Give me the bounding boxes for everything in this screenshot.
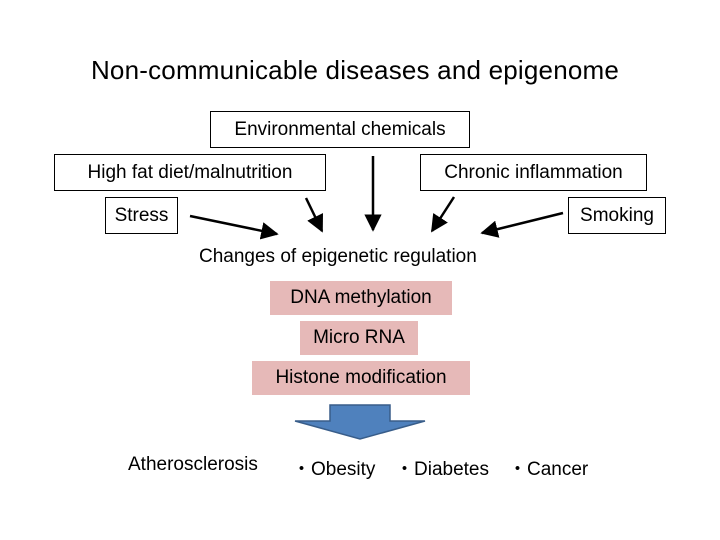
mechanism-micro-rna: Micro RNA <box>300 321 418 355</box>
arrow-from-high-fat-diet <box>304 197 324 233</box>
arrow-from-smoking <box>480 211 564 238</box>
diagram-title: Non-communicable diseases and epigenome <box>90 55 620 85</box>
outcome-atherosclerosis: Atherosclerosis <box>128 454 258 475</box>
epigenetic-regulation-label: Changes of epigenetic regulation <box>199 246 477 267</box>
factor-chronic-inflammation: Chronic inflammation <box>420 154 647 191</box>
outcome-cancer: ・Cancer <box>508 459 589 480</box>
outcome-obesity: ・Obesity <box>292 459 376 480</box>
down-block-arrow <box>294 404 426 440</box>
mechanism-histone-modification: Histone modification <box>252 361 470 395</box>
factor-smoking: Smoking <box>568 197 666 234</box>
factor-high-fat-diet: High fat diet/malnutrition <box>54 154 326 191</box>
factor-stress: Stress <box>105 197 178 234</box>
factor-environmental-chemicals: Environmental chemicals <box>210 111 470 148</box>
arrow-from-chronic-inflammation <box>430 196 456 233</box>
mechanism-dna-methylation: DNA methylation <box>270 281 452 315</box>
outcome-diabetes: ・Diabetes <box>395 459 489 480</box>
arrow-from-stress <box>189 214 279 240</box>
